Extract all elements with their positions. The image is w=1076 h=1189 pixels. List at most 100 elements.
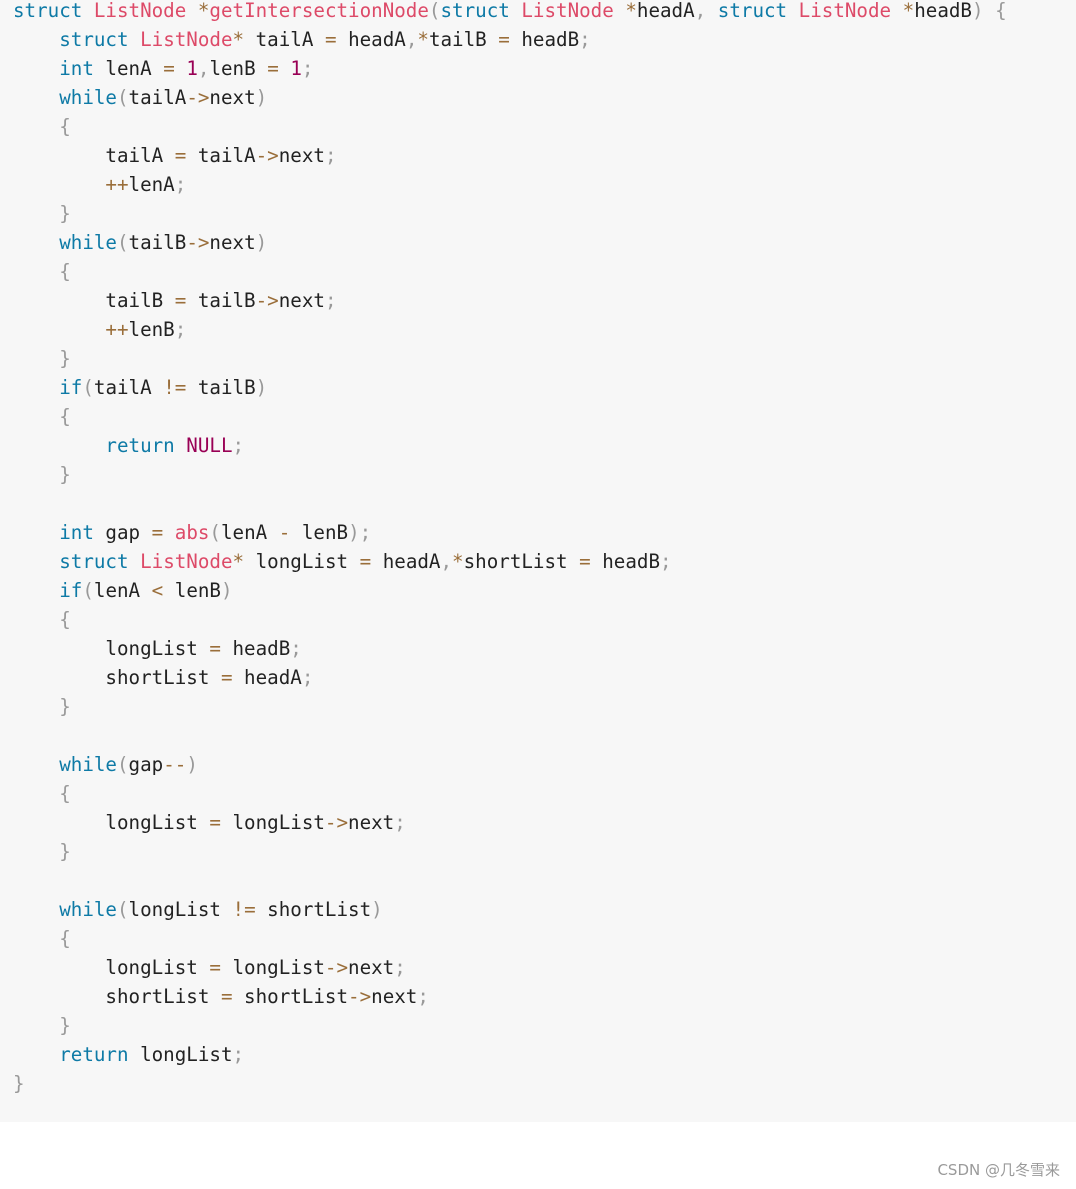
identifier-token	[13, 260, 59, 283]
identifier-token	[13, 840, 59, 863]
operator-token: *	[902, 0, 915, 22]
identifier-token: headA	[636, 0, 695, 22]
punctuation-token: (	[209, 521, 221, 544]
code-line: struct ListNode *getIntersectionNode(str…	[13, 0, 1007, 25]
code-line: {	[13, 605, 1007, 634]
identifier-token: next	[209, 86, 256, 109]
keyword-token: while	[59, 86, 117, 109]
punctuation-token: (	[116, 753, 129, 776]
identifier-token: next	[348, 956, 395, 979]
identifier-token: headB	[509, 28, 580, 51]
code-line: {	[13, 402, 1007, 431]
punctuation-token: (	[428, 0, 441, 22]
operator-token: !=	[163, 376, 187, 399]
code-line: }	[13, 1011, 1007, 1040]
identifier-token: headB	[590, 550, 661, 573]
code-listing: struct ListNode *getIntersectionNode(str…	[13, 0, 1007, 1098]
code-line: tailA = tailA->next;	[13, 141, 1007, 170]
operator-token: =	[174, 144, 187, 167]
code-block: struct ListNode *getIntersectionNode(str…	[13, 0, 1007, 1098]
identifier-token: lenB	[128, 318, 175, 341]
operator-token: ->	[255, 144, 279, 167]
punctuation-token: }	[59, 1014, 71, 1037]
identifier-token: longList	[220, 956, 325, 979]
identifier-token: tailB	[186, 376, 256, 399]
operator-token: =	[209, 811, 221, 834]
punctuation-token: (	[116, 86, 129, 109]
operator-token: ->	[324, 956, 349, 979]
code-line: }	[13, 344, 1007, 373]
operator-token: ->	[186, 231, 210, 254]
keyword-token: struct	[59, 28, 129, 51]
code-line: while(longList != shortList)	[13, 895, 1007, 924]
punctuation-token: )	[186, 753, 198, 776]
identifier-token	[614, 0, 626, 22]
keyword-token: return	[59, 1043, 129, 1066]
code-line: ​	[13, 866, 1007, 895]
identifier-token: longList	[244, 550, 360, 573]
identifier-token	[13, 405, 59, 428]
keyword-token: if	[59, 376, 83, 399]
operator-token: ->	[255, 289, 279, 312]
operator-token: *	[417, 28, 429, 51]
identifier-token	[787, 0, 799, 22]
identifier-token: lenB	[290, 521, 349, 544]
punctuation-token: {	[59, 115, 71, 138]
identifier-token	[13, 376, 59, 399]
keyword-token: if	[59, 579, 83, 602]
identifier-token: next	[371, 985, 418, 1008]
identifier-token	[13, 173, 105, 196]
code-line: return NULL;	[13, 431, 1007, 460]
identifier-token: tailB	[186, 289, 256, 312]
identifier-token	[13, 28, 59, 51]
operator-token: ->	[324, 811, 349, 834]
identifier-token: tailA	[244, 28, 325, 51]
type-token: ListNode	[798, 0, 892, 22]
identifier-token: longList	[128, 898, 233, 921]
operator-token: ->	[348, 985, 372, 1008]
identifier-token	[13, 927, 59, 950]
operator-token: =	[579, 550, 591, 573]
identifier-token	[129, 550, 141, 573]
identifier-token	[175, 57, 187, 80]
identifier-token: lenA	[220, 521, 279, 544]
type-token: ListNode	[140, 28, 233, 51]
punctuation-token: ;	[394, 811, 406, 834]
code-line: {	[13, 779, 1007, 808]
identifier-token	[13, 695, 59, 718]
identifier-token: shortList	[255, 898, 372, 921]
identifier-token: lenA	[128, 173, 175, 196]
identifier-token	[13, 608, 59, 631]
type-token: ListNode	[93, 0, 187, 22]
punctuation-token: }	[59, 202, 71, 225]
identifier-token: lenB	[163, 579, 221, 602]
identifier-token: tailA	[128, 86, 187, 109]
code-line: if(lenA < lenB)	[13, 576, 1007, 605]
identifier-token: lenA	[93, 57, 164, 80]
code-line: while(tailA->next)	[13, 83, 1007, 112]
identifier-token	[13, 521, 59, 544]
operator-token: ->	[186, 86, 210, 109]
operator-token: --	[163, 753, 187, 776]
punctuation-token: ;	[660, 550, 672, 573]
punctuation-token: ;	[290, 637, 302, 660]
code-line: while(gap--)	[13, 750, 1007, 779]
punctuation-token: {	[59, 782, 71, 805]
punctuation-token: (	[82, 376, 94, 399]
constant-token: NULL	[186, 434, 233, 457]
operator-token: *	[452, 550, 464, 573]
identifier-token: headA	[336, 28, 406, 51]
code-line: }	[13, 692, 1007, 721]
code-line: {	[13, 257, 1007, 286]
punctuation-token: (	[116, 231, 129, 254]
identifier-token: headA	[371, 550, 441, 573]
identifier-token: shortList	[232, 985, 349, 1008]
punctuation-token: }	[59, 463, 71, 486]
identifier-token	[891, 0, 903, 22]
code-line: struct ListNode* tailA = headA,*tailB = …	[13, 25, 1007, 54]
keyword-token: while	[59, 231, 117, 254]
identifier-token	[13, 753, 59, 776]
identifier-token: tailB	[428, 28, 499, 51]
operator-token: -	[278, 521, 291, 544]
identifier-token: lenB	[209, 57, 268, 80]
